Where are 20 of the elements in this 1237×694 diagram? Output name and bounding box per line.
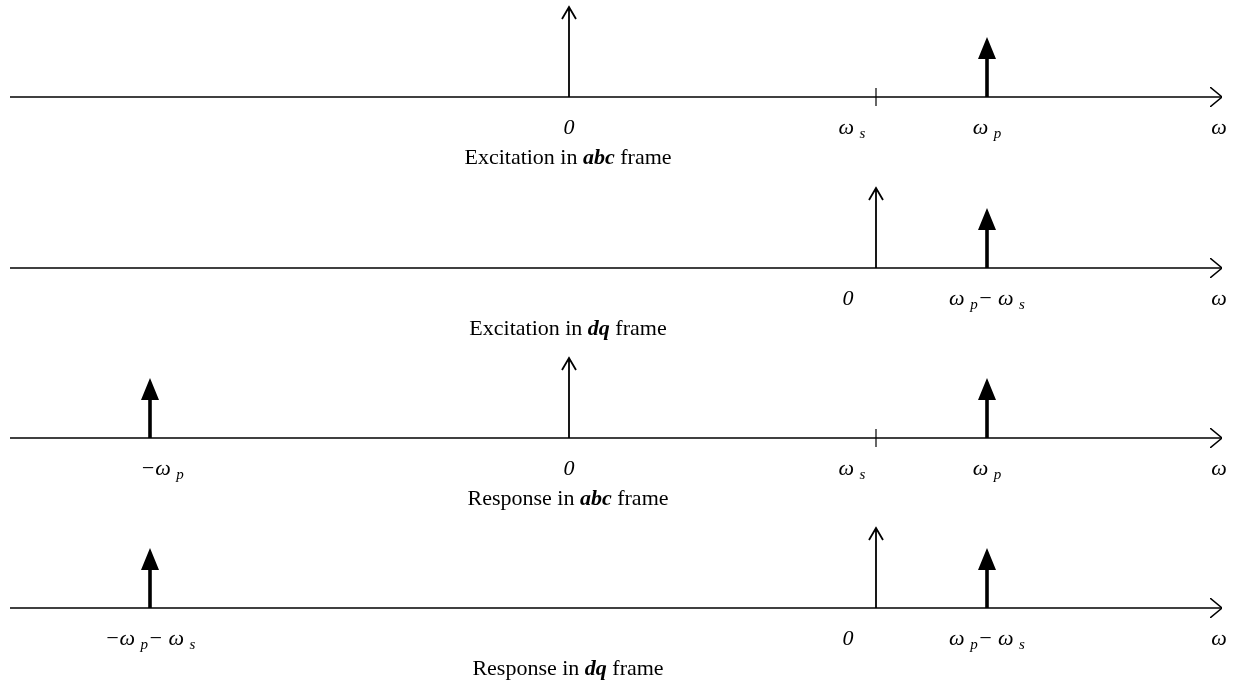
spectrum-caption: Response in dq frame [472,655,664,681]
axis-label: ω [1211,285,1227,311]
axis-label: −ω $_{p}$ [140,455,184,484]
axis-label: ω $_{s}$ [838,455,866,484]
axis-label: ω $_{p}$ [972,114,1002,143]
axis-label: ω [1211,114,1227,140]
axis-label: 0 [842,285,854,311]
axis-label: 0 [842,625,854,651]
axis-label: ω $_{s}$ [838,114,866,143]
spectrum-caption: Excitation in abc frame [464,144,672,170]
spectrum-caption: Response in abc frame [467,485,669,511]
axis-label: ω [1211,455,1227,481]
axis-label: ω $_{p}$ [972,455,1002,484]
axis-label: 0 [563,455,575,481]
axis-label: ω $_{p}$− ω $_{s}$ [949,285,1025,314]
axis-label: ω [1211,625,1227,651]
axis-label: 0 [563,114,575,140]
spectrum-caption: Excitation in dq frame [469,315,667,341]
axis-label: ω $_{p}$− ω $_{s}$ [949,625,1025,654]
axis-label: −ω $_{p}$− ω $_{s}$ [104,625,196,654]
